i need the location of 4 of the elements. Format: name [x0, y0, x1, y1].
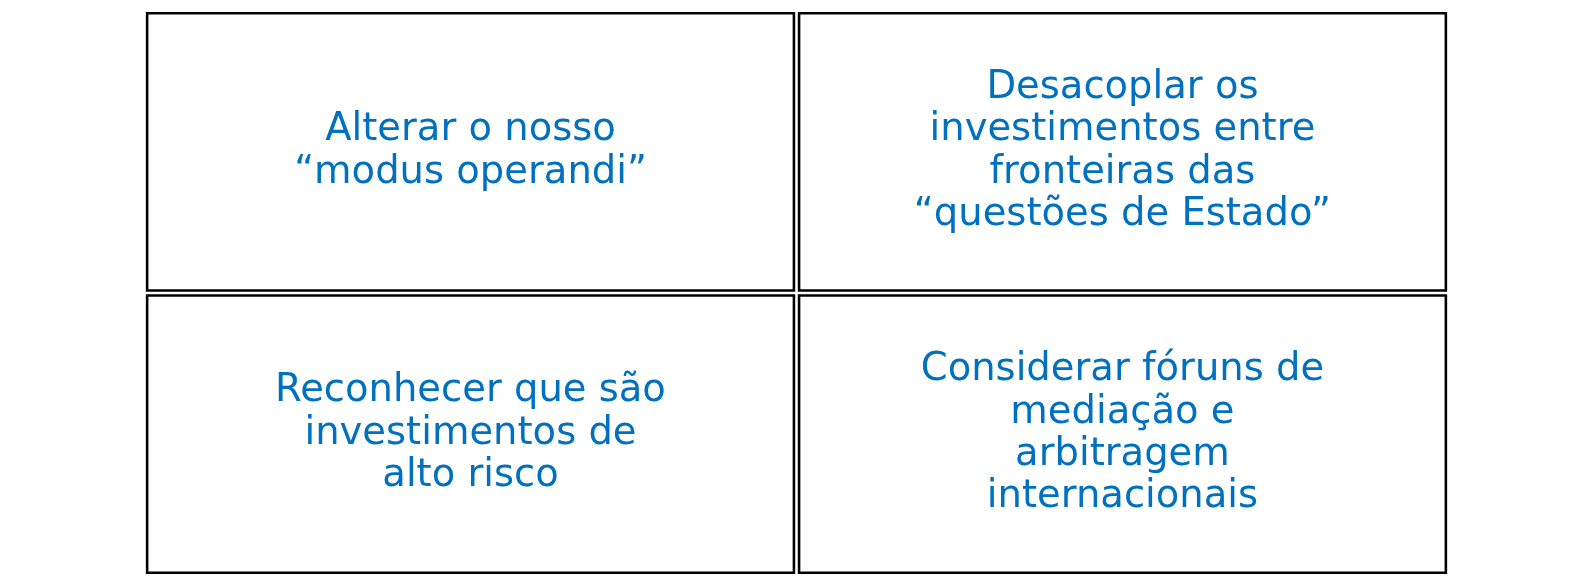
node-box: Considerar fóruns de mediação e arbitragem internacionais: [797, 294, 1448, 575]
node-box: Desacoplar os investimentos entre fronteiras das “questões de Estado”: [797, 11, 1448, 292]
node-box: Reconhecer que são investimentos de alto risco: [145, 294, 796, 575]
node-box: Alterar o nosso “modus operandi”: [145, 11, 796, 292]
